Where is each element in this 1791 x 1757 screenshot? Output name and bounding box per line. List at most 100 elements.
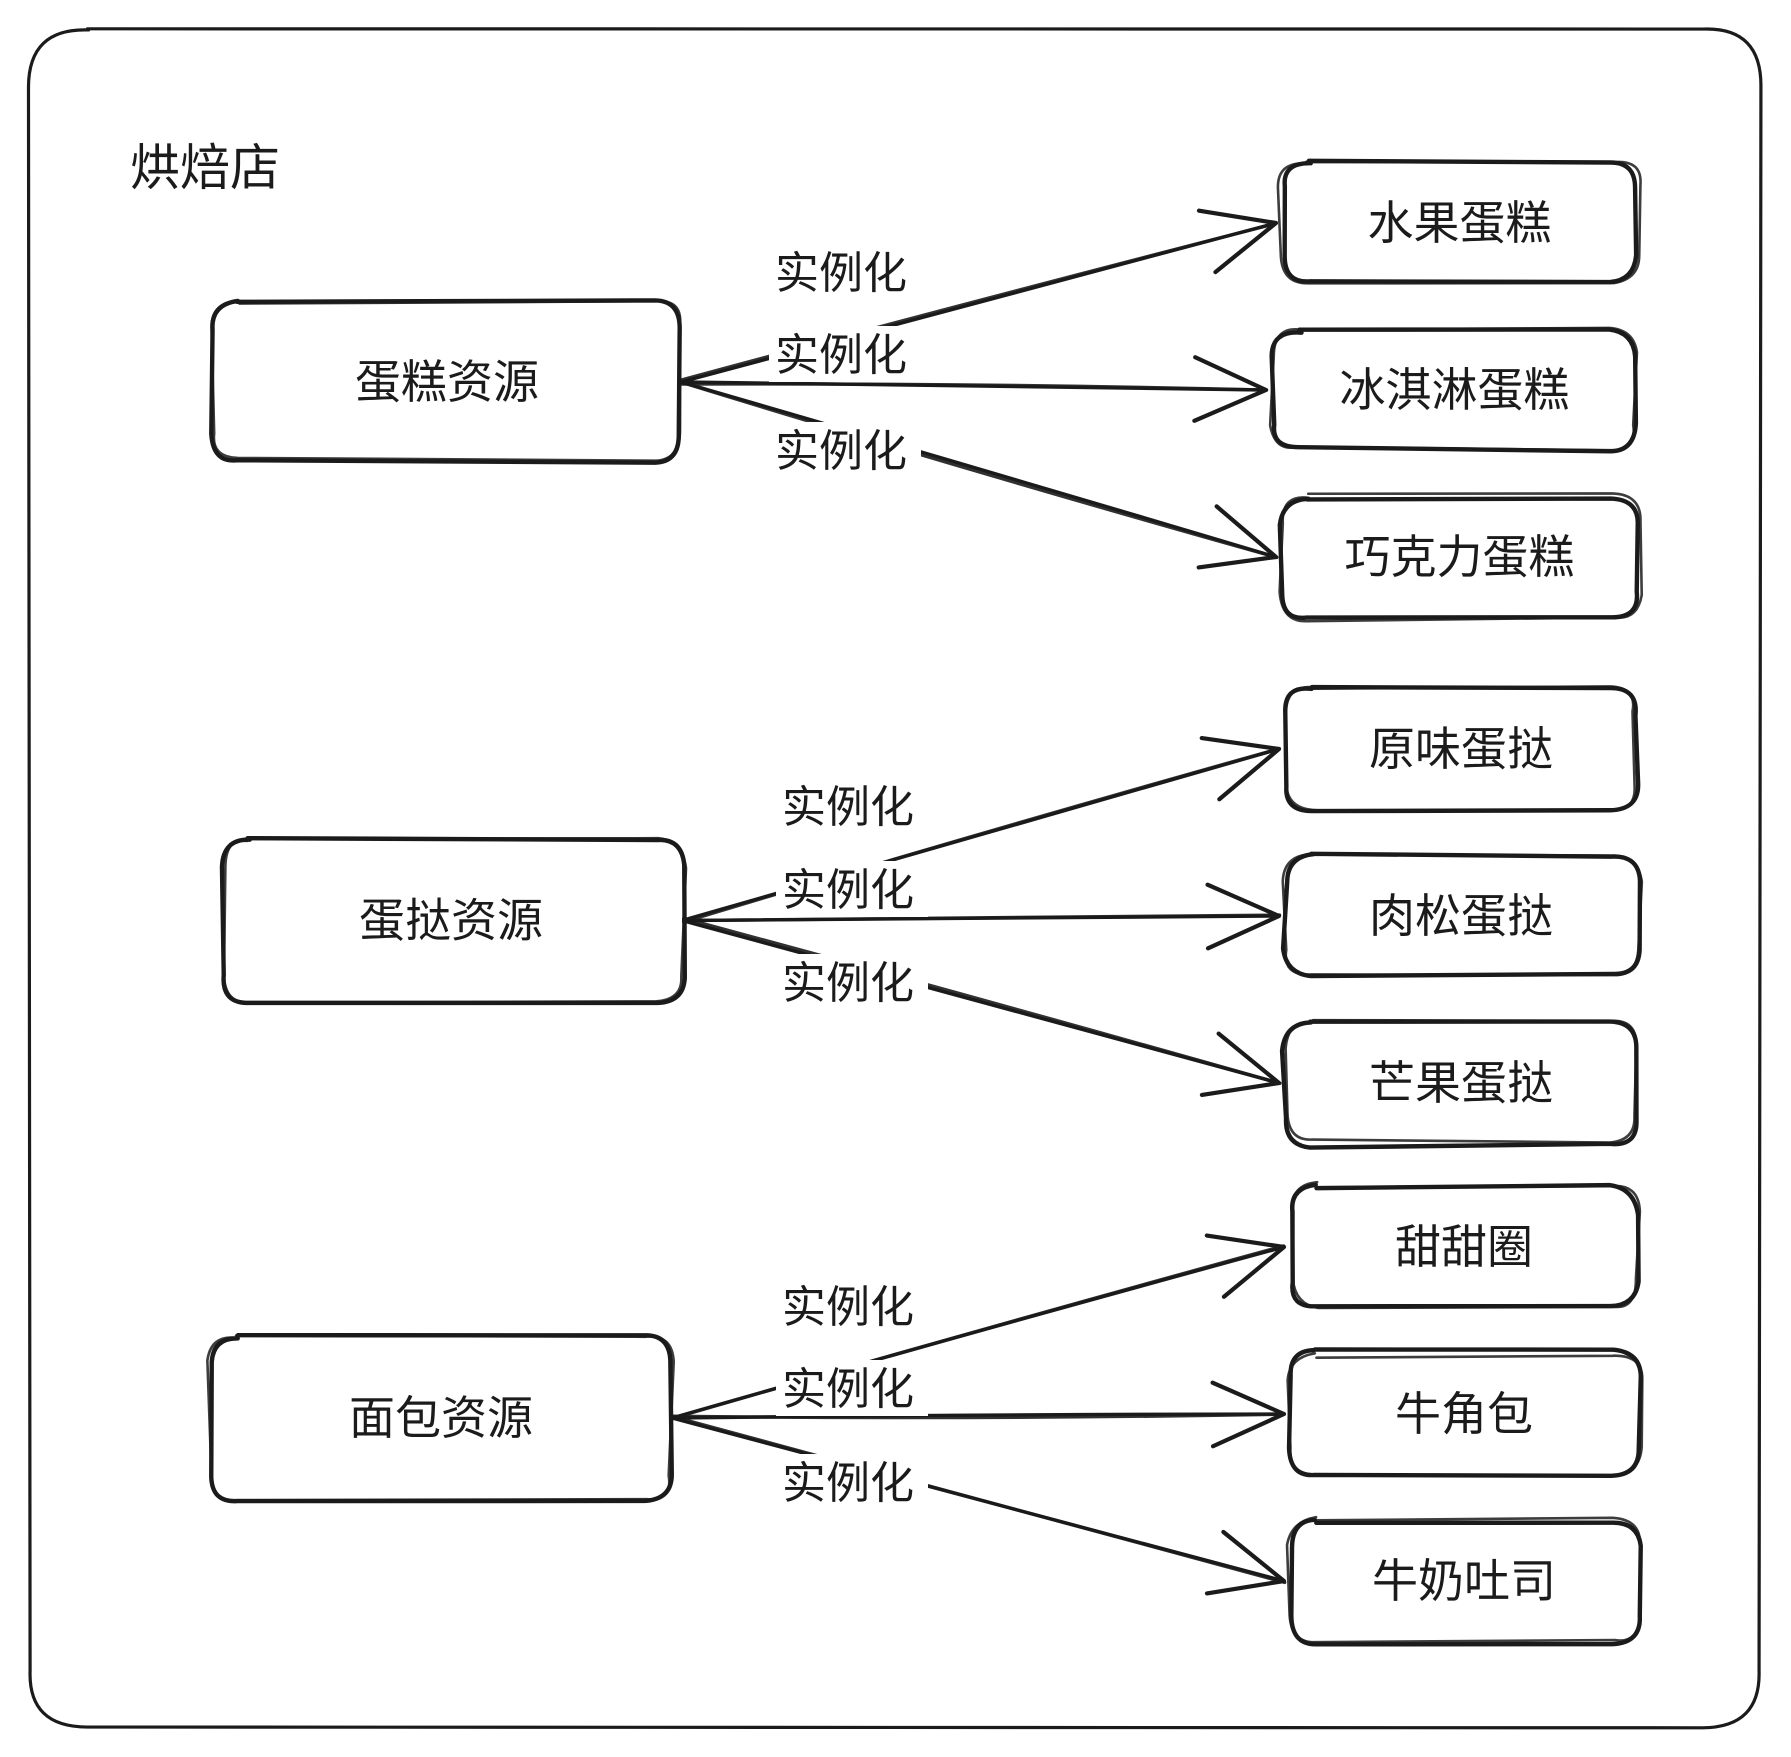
node-background [1282,163,1637,283]
edge-label-cake-resource-0: 实例化 [769,244,921,300]
node-fruit-cake[interactable]: 水果蛋糕 [1276,158,1642,285]
edge-line-sketch [672,1244,1286,1420]
edge-label-bread-resource-0: 实例化 [776,1278,928,1334]
node-mango-tart[interactable]: 芒果蛋挞 [1279,1018,1639,1150]
edge-label-backdrop [769,326,921,382]
edge-label-text: 实例化 [782,1365,914,1414]
edge-label-backdrop [769,244,921,300]
node-label-bread-resource: 面包资源 [349,1392,533,1444]
edge-line-sketch [681,916,1282,1086]
edge-line-sketch [680,380,1279,560]
arrow-head [1204,1233,1287,1299]
node-background [1272,330,1637,450]
node-original-tart[interactable]: 原味蛋挞 [1283,684,1641,814]
arrow-head [1196,208,1279,275]
node-border-secondary [222,836,688,1005]
edge-label-cake-resource-2: 实例化 [769,422,921,478]
edge-cake-resource-to-fruit-cake [679,208,1279,384]
edge-bread-resource-to-croissant [668,1380,1287,1449]
node-background [1290,1353,1638,1475]
arrow-head [1210,1380,1287,1449]
edge-label-text: 实例化 [782,866,914,915]
edge-label-backdrop [776,1278,928,1334]
edge-line-sketch [679,913,1282,923]
edge-label-backdrop [776,861,928,917]
node-donut[interactable]: 甜甜圈 [1290,1180,1642,1310]
node-tart-resource[interactable]: 蛋挞资源 [219,835,688,1006]
node-label-fruit-cake: 水果蛋糕 [1368,197,1552,249]
node-label-donut: 甜甜圈 [1395,1221,1533,1273]
container-title-group: 烘焙店 [130,140,280,196]
container-title: 烘焙店 [130,140,280,196]
node-border-secondary [1268,326,1639,452]
arrow-head [1204,1529,1287,1596]
edge-label-bread-resource-1: 实例化 [776,1360,928,1416]
edge-line-sketch [668,1414,1287,1585]
edge-cake-resource-to-chocolate-cake [679,380,1279,570]
node-bread-resource[interactable]: 面包资源 [206,1333,676,1504]
edge-bread-resource-to-milk-toast [668,1414,1287,1596]
edge-tart-resource-to-mango-tart [680,916,1282,1098]
node-border-secondary [1278,492,1644,623]
node-border-secondary [1276,160,1642,285]
edge-label-cake-resource-1: 实例化 [769,326,921,382]
node-label-original-tart: 原味蛋挞 [1369,723,1553,775]
node-background [1285,1022,1637,1144]
container-frame [26,27,1763,1730]
edges-group [668,208,1287,1596]
edge-label-backdrop [776,954,928,1010]
node-border-secondary [210,299,682,462]
node-background [1285,688,1637,810]
arrow-head [1199,735,1282,802]
edge-label-text: 实例化 [782,959,914,1008]
edge-label-tart-resource-0: 实例化 [776,778,928,834]
edge-line-sketch [668,1412,1286,1420]
arrow-head [1192,355,1269,423]
edge-label-backdrop [776,1454,928,1510]
node-border-secondary [1286,1352,1644,1478]
node-chocolate-cake[interactable]: 巧克力蛋糕 [1277,492,1644,623]
node-border-secondary [1284,685,1636,812]
node-border-secondary [1284,1018,1638,1144]
node-pork-floss-tart[interactable]: 肉松蛋挞 [1280,851,1644,979]
node-cake-resource[interactable]: 蛋糕资源 [209,298,682,465]
node-label-mango-tart: 芒果蛋挞 [1369,1057,1553,1109]
arrow-head [1205,882,1282,951]
node-background [1290,1520,1638,1642]
node-border [1289,1517,1643,1647]
node-background [1290,1186,1638,1308]
edge-label-text: 实例化 [782,1283,914,1332]
arrow-head [1199,1031,1282,1098]
edge-tart-resource-to-original-tart [680,735,1282,924]
node-background [1285,855,1637,977]
edge-label-backdrop [776,778,928,834]
node-background [1282,497,1637,617]
arrow-head [1196,504,1279,570]
node-background [213,303,681,461]
edge-line-sketch [677,382,1269,392]
node-label-tart-resource: 蛋挞资源 [359,895,543,947]
edge-line-sketch [681,746,1282,924]
node-border-secondary [1281,852,1644,977]
node-background [210,1337,672,1499]
node-background [220,838,682,1003]
edge-tart-resource-to-pork-floss-tart [679,882,1282,951]
edge-label-text: 实例化 [782,1459,914,1508]
node-border-secondary [206,1334,676,1502]
container-group [26,27,1763,1730]
edge-label-text: 实例化 [775,331,907,380]
node-border [209,1333,674,1504]
node-icecream-cake[interactable]: 冰淇淋蛋糕 [1268,326,1639,454]
edge-label-tart-resource-2: 实例化 [776,954,928,1010]
node-label-cake-resource: 蛋糕资源 [355,356,539,408]
edge-label-text: 实例化 [775,427,907,476]
node-milk-toast[interactable]: 牛奶吐司 [1285,1515,1643,1647]
node-border-secondary [1285,1515,1642,1644]
edge-line-sketch [680,221,1278,382]
node-croissant[interactable]: 牛角包 [1286,1347,1644,1479]
node-label-milk-toast: 牛奶吐司 [1372,1555,1556,1607]
node-label-pork-floss-tart: 肉松蛋挞 [1369,890,1553,942]
